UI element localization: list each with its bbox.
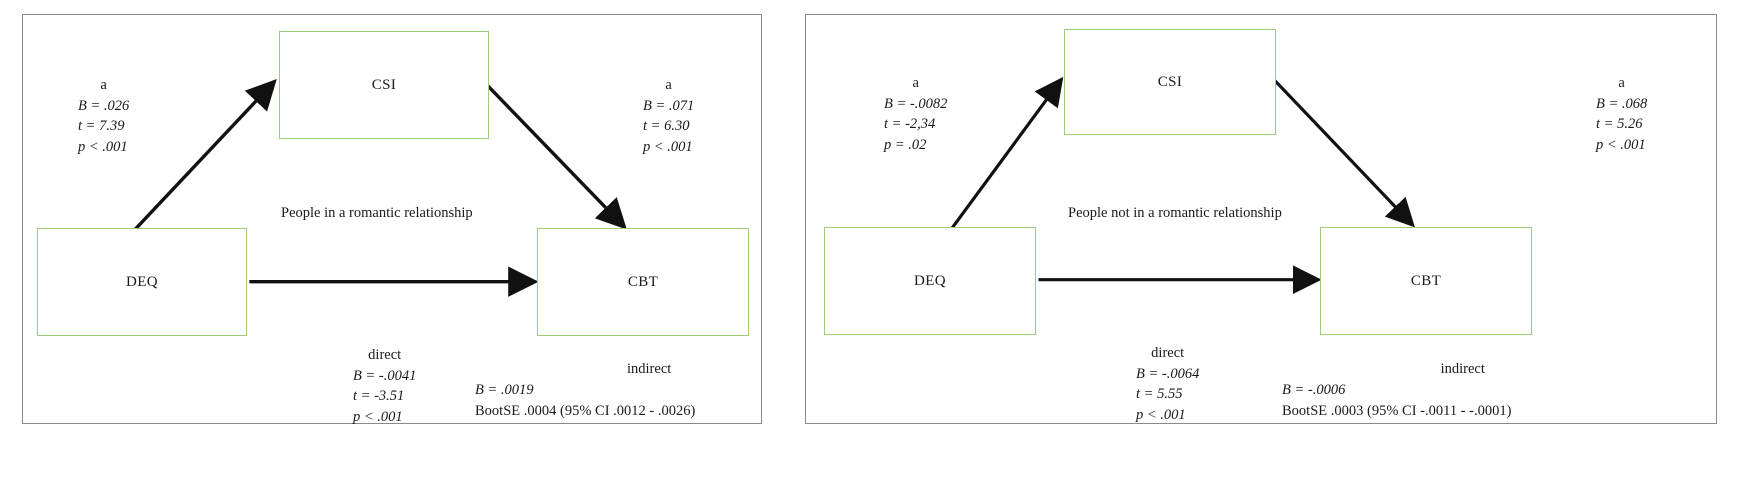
panel-right-canvas: CSI DEQ CBT a B = -.0082 t = -2,34 p = .… bbox=[806, 15, 1716, 423]
panel-caption: People in a romantic relationship bbox=[281, 205, 473, 221]
direct-t: t = 5.55 bbox=[1136, 386, 1183, 403]
path-a-right-b: B = .068 bbox=[1596, 95, 1648, 112]
annotation-direct-effect: direct B = -.0041 t = -3.51 p < .001 bbox=[353, 345, 416, 427]
path-a-left-header: a bbox=[912, 75, 919, 91]
direct-p: p < .001 bbox=[353, 408, 403, 425]
indirect-header: indirect bbox=[1440, 361, 1485, 377]
path-a-right-t: t = 6.30 bbox=[643, 118, 690, 135]
direct-b: B = -.0064 bbox=[1136, 365, 1200, 382]
node-cbt-label: CBT bbox=[627, 273, 659, 290]
indirect-b: B = .0019 bbox=[475, 382, 534, 399]
indirect-bootse: BootSE .0003 (95% CI -.0011 - -.0001) bbox=[1282, 403, 1512, 420]
path-a-right-header: a bbox=[665, 77, 672, 93]
path-a-right-p: p < .001 bbox=[643, 138, 693, 155]
node-deq-label: DEQ bbox=[125, 273, 159, 290]
annotation-direct-effect: direct B = -.0064 t = 5.55 p < .001 bbox=[1136, 343, 1199, 425]
arrow-deq-to-csi bbox=[949, 76, 1064, 231]
annotation-path-a-left: a B = .026 t = 7.39 p < .001 bbox=[78, 75, 129, 157]
arrow-csi-to-cbt bbox=[483, 81, 627, 230]
panel-left-canvas: CSI DEQ CBT a B = .026 t = 7.39 p < .001… bbox=[23, 15, 761, 425]
path-a-left-b: B = -.0082 bbox=[884, 95, 948, 112]
direct-p: p < .001 bbox=[1136, 406, 1186, 423]
path-a-left-t: t = -2,34 bbox=[884, 116, 936, 133]
annotation-indirect-effect: indirect B = -.0006 BootSE .0003 (95% CI… bbox=[1282, 359, 1511, 422]
node-cbt-label: CBT bbox=[1410, 272, 1442, 289]
path-a-left-header: a bbox=[100, 77, 107, 93]
path-a-right-header: a bbox=[1618, 75, 1625, 91]
indirect-header: indirect bbox=[627, 361, 672, 377]
panel-right-arrows bbox=[949, 76, 1415, 295]
path-a-left-p: p = .02 bbox=[884, 136, 927, 153]
path-a-left-b: B = .026 bbox=[78, 97, 130, 114]
path-a-right-b: B = .071 bbox=[643, 97, 695, 114]
node-deq-label: DEQ bbox=[913, 272, 947, 289]
arrow-csi-to-cbt bbox=[1273, 79, 1415, 228]
node-cbt[interactable]: CBT bbox=[1320, 227, 1532, 335]
path-a-right-t: t = 5.26 bbox=[1596, 116, 1643, 133]
indirect-bootse: BootSE .0004 (95% CI .0012 - .0026) bbox=[475, 403, 696, 420]
path-a-left-p: p < .001 bbox=[78, 138, 128, 155]
panel-romantic-relationship: CSI DEQ CBT a B = .026 t = 7.39 p < .001… bbox=[22, 14, 762, 425]
indirect-b: B = -.0006 bbox=[1282, 382, 1346, 399]
direct-b: B = -.0041 bbox=[353, 367, 417, 384]
node-csi[interactable]: CSI bbox=[279, 31, 489, 139]
node-deq[interactable]: DEQ bbox=[37, 228, 247, 336]
panel-not-romantic-relationship: CSI DEQ CBT a B = -.0082 t = -2,34 p = .… bbox=[805, 14, 1717, 424]
annotation-path-a-left: a B = -.0082 t = -2,34 p = .02 bbox=[884, 73, 947, 155]
path-a-left-t: t = 7.39 bbox=[78, 118, 125, 135]
node-csi[interactable]: CSI bbox=[1064, 29, 1276, 135]
node-csi-label: CSI bbox=[371, 76, 397, 93]
direct-header: direct bbox=[1151, 345, 1185, 361]
arrow-deq-to-csi bbox=[131, 78, 277, 234]
panel-caption: People not in a romantic relationship bbox=[1068, 205, 1282, 221]
annotation-path-a-right: a B = .068 t = 5.26 p < .001 bbox=[1596, 73, 1647, 155]
direct-header: direct bbox=[368, 347, 402, 363]
node-cbt[interactable]: CBT bbox=[537, 228, 749, 336]
path-a-right-p: p < .001 bbox=[1596, 136, 1646, 153]
panel-left-arrows bbox=[131, 78, 627, 297]
node-deq[interactable]: DEQ bbox=[824, 227, 1036, 335]
direct-t: t = -3.51 bbox=[353, 388, 405, 405]
node-csi-label: CSI bbox=[1157, 73, 1183, 90]
annotation-path-a-right: a B = .071 t = 6.30 p < .001 bbox=[643, 75, 694, 157]
annotation-indirect-effect: indirect B = .0019 BootSE .0004 (95% CI … bbox=[475, 359, 695, 422]
